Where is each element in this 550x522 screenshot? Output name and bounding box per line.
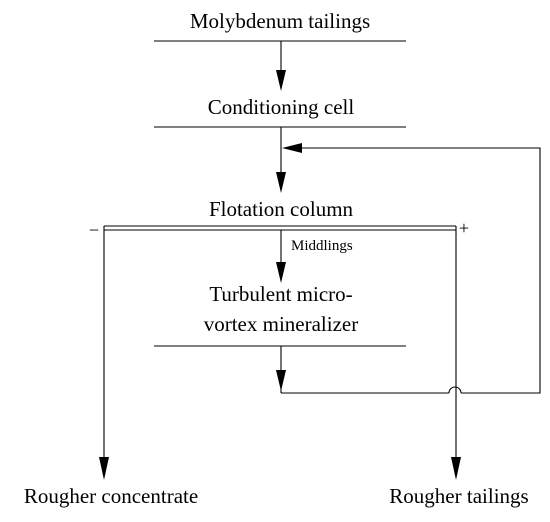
positive-sign: + bbox=[459, 218, 469, 238]
node-rougher-concentrate: Rougher concentrate bbox=[24, 484, 198, 508]
arrowhead-concentrate bbox=[99, 457, 109, 480]
edge-label-middlings: Middlings bbox=[291, 238, 353, 254]
node-molybdenum-tailings: Molybdenum tailings bbox=[190, 9, 370, 33]
arrowhead-recycle bbox=[282, 143, 302, 153]
node-rougher-tailings: Rougher tailings bbox=[389, 484, 528, 508]
arrowhead-conditioning bbox=[276, 70, 286, 91]
arrowhead-mineralizer bbox=[276, 262, 286, 283]
node-flotation-column: Flotation column bbox=[209, 197, 354, 221]
recycle-line-return bbox=[300, 147, 541, 394]
node-conditioning-cell: Conditioning cell bbox=[208, 95, 355, 119]
negative-sign: − bbox=[89, 220, 99, 240]
arrowhead-flotation bbox=[276, 172, 286, 193]
recycle-line-crossover bbox=[448, 386, 462, 394]
node-mineralizer-line1: Turbulent micro- bbox=[209, 282, 352, 306]
arrowhead-tailings bbox=[451, 457, 461, 480]
node-mineralizer-line2: vortex mineralizer bbox=[204, 312, 359, 336]
arrowhead-mineralizer-outlet bbox=[276, 370, 286, 391]
